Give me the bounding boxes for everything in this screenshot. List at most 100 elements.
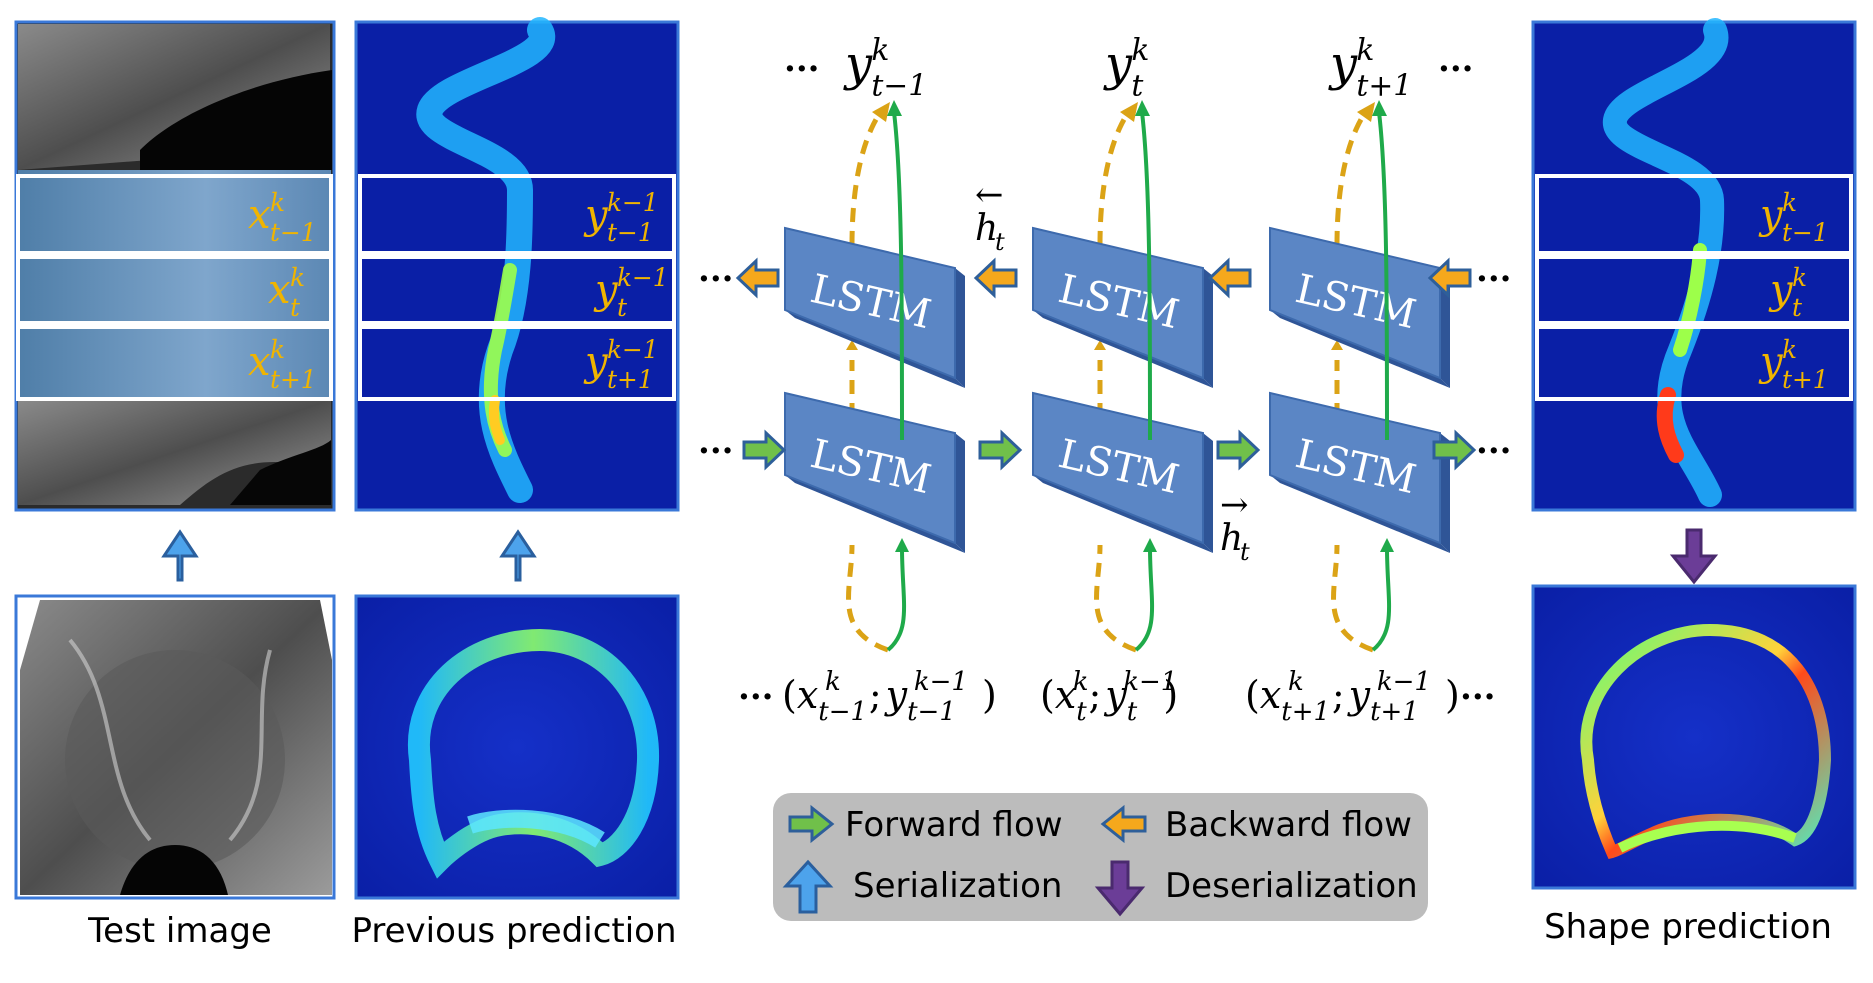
test-strip-label-2-sup: k [270,335,285,364]
ellipsis-backward-left: ··· [698,259,734,299]
lstm-block-forward-1: LSTM [1032,391,1213,553]
hidden-state-forward-base: h [1220,518,1243,559]
test-strip-label-0-sub: t−1 [270,218,317,247]
ellipsis-forward-left: ··· [698,431,734,471]
hidden-state-backward: ←ht [975,175,1005,256]
backward-flow-arrow-2 [1207,257,1252,299]
shape-strip-label-0-base: y [1758,192,1784,238]
solid-connection-output-2 [1377,111,1389,441]
solid-arrowhead-input-0 [895,538,909,552]
deserialization-arrow [1669,528,1719,585]
lstm-bottom-face [785,310,965,388]
dashed-arrowhead-output-0 [872,102,890,122]
hidden-state-backward-base: h [975,208,998,249]
legend-serialization: Serialization [853,866,1062,906]
output-label-1-sub: t [1131,68,1143,103]
dashed-connection-output-1 [1097,108,1133,246]
output-label-2-sub: t+1 [1356,68,1412,103]
solid-arrowhead-output-1 [1135,100,1150,116]
dashed-connection-input-2 [1331,544,1374,653]
hidden-state-forward: →ht [1220,485,1250,566]
output-label-0-base: y [843,36,873,92]
test-strip-label-1-sub: t [290,293,300,322]
caption-previous-prediction: Previous prediction [351,911,676,951]
hidden-state-forward-arrow: → [1220,485,1249,525]
input-label-0: (xt−1k;yt−1k−1) [782,667,997,727]
shape-strip-label-2-sub: t+1 [1782,365,1829,394]
dashed-arrowhead-output-1 [1120,102,1138,122]
lstm-front-face [1269,391,1441,545]
lstm-side-face [1440,433,1450,553]
serialization-arrow-test [161,529,199,582]
lstm-side-face [955,268,965,388]
previous-strip-label-1-sub: t [617,293,627,322]
dashed-connection-input-1 [1094,544,1137,653]
solid-arrowhead-input-2 [1380,538,1394,552]
lstm-front-face [784,226,956,380]
hidden-state-backward-sub: t [995,228,1005,256]
forward-solid-connections [886,100,1394,652]
previous-strip-label-1-sup: k−1 [617,263,669,292]
dashed-arrowhead-output-2 [1357,102,1375,122]
ellipsis-input-left: ··· [738,677,774,717]
lstm-bottom-face [1270,310,1450,388]
legend-serialization-arrow-icon [782,859,834,914]
lstm-side-face [1203,433,1213,553]
dashed-arrowhead-mid-0 [846,340,858,350]
backward-flow-arrow-1 [973,257,1018,299]
lstm-bottom-face [1270,475,1450,553]
test-image-serialized-panel [14,20,336,512]
solid-connection-output-1 [1140,111,1152,441]
previous-strip-label-2-base: y [583,339,609,385]
input-label-text: (xt−1k;yt−1k−1) [782,667,997,727]
legend-backward-flow: Backward flow [1165,805,1412,845]
forward-flow-arrow-0 [742,429,787,471]
ellipsis-input-right: ··· [1460,677,1496,717]
output-label-1-sup: k [1131,33,1149,68]
output-label-0-sup: k [871,33,889,68]
previous-strip-label-2-sup: k−1 [607,335,659,364]
output-label-1-base: y [1103,36,1133,92]
dashed-connection-input-0 [846,544,889,653]
legend: Forward flow Backward flow Serialization… [773,793,1428,921]
legend-box [773,793,1428,921]
ellipsis-output-left: ··· [784,49,820,89]
shape-prediction-strips [1535,174,1853,401]
lstm-front-face [1269,226,1441,380]
caption-test-image: Test image [87,911,272,951]
lstm-front-face [1032,391,1204,545]
shape-strip-label-1-sup: k [1792,263,1807,292]
dashed-arrowhead-mid-2 [1331,340,1343,350]
test-image-ultrasound [14,594,336,900]
lstm-bottom-face [1033,475,1213,553]
shape-strip-label-0-sub: t−1 [1782,218,1829,247]
legend-deserialization: Deserialization [1165,866,1418,906]
flow-arrows [735,257,1477,471]
output-label-2-sup: k [1356,33,1374,68]
shape-strip-label-1-sub: t [1792,293,1802,322]
ellipsis-output-right: ··· [1438,49,1474,89]
dashed-connection-output-0 [849,108,885,246]
test-strip-label-0-base: x [248,192,271,238]
legend-forward-flow: Forward flow [845,805,1063,845]
solid-arrowhead-output-2 [1372,100,1387,116]
ellipsis-forward-right: ··· [1476,431,1512,471]
legend-forward-arrow-icon [788,804,835,844]
lstm-bottom-face [1033,310,1213,388]
backward-flow-arrow-3 [1427,257,1472,299]
solid-connection-output-0 [892,111,904,441]
lstm-block-backward-0: LSTM [784,226,965,388]
shape-strip-label-2-base: y [1758,339,1784,385]
